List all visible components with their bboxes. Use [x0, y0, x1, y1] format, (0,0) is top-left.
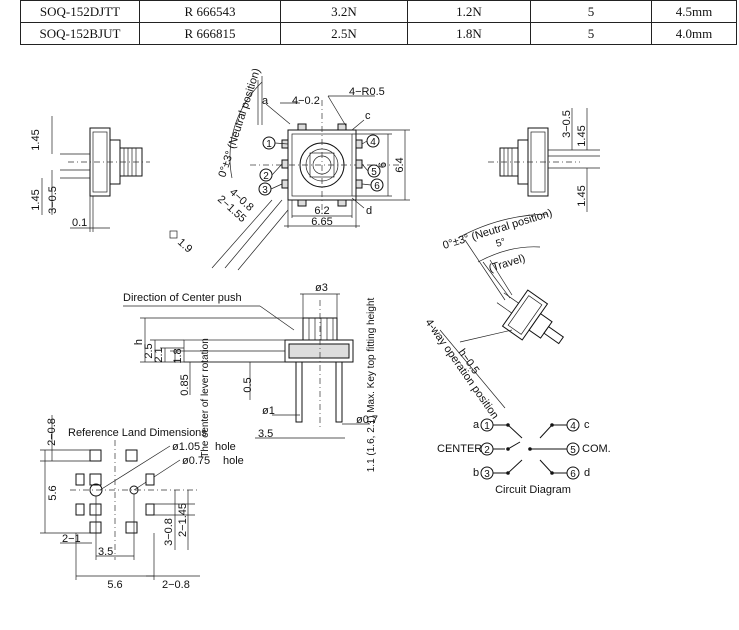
- top-dim-19: 1.9: [175, 236, 194, 255]
- left-dim-145-top: 1.45: [30, 129, 42, 150]
- top-label-a: a: [262, 95, 269, 107]
- top-label-c: c: [365, 110, 371, 122]
- front-dia3: ø3: [315, 282, 328, 294]
- top-dim-6: 6: [377, 162, 389, 168]
- circuit-title: Circuit Diagram: [495, 484, 571, 496]
- spec-table: SOQ-152DJTT R 666543 3.2N 1.2N 5 4.5mm S…: [20, 0, 737, 45]
- left-dim-01: 0.1: [72, 217, 87, 229]
- right-side-view: 3−0.5 1.45 1.45: [488, 108, 600, 212]
- land-dim-56-left: 5.6: [47, 485, 59, 500]
- pin-1-label: 1: [266, 139, 272, 150]
- front-fitting-label: 1.1 (1.6, 2.1) Max. Key top fitting heig…: [366, 298, 377, 473]
- pin-3-label: 3: [262, 185, 268, 196]
- front-dim-05: 0.5: [242, 377, 254, 392]
- front-dim-085: 0.85: [179, 374, 191, 395]
- top-view: 1 2 3 4 5 6 0°±3° (Neutral position) a 4…: [169, 67, 410, 271]
- pin-4-label: 4: [370, 137, 376, 148]
- front-direction-label: Direction of Center push: [123, 292, 242, 304]
- top-dim-4-r05: 4−R0.5: [349, 86, 385, 98]
- pin-6-label: 6: [374, 181, 380, 192]
- table-cell-height: 4.0mm: [651, 22, 737, 45]
- land-dim-56-bottom: 5.6: [107, 579, 122, 591]
- land-dim-3-08: 3−0.8: [163, 518, 175, 546]
- table-cell-force2: 1.8N: [407, 22, 531, 45]
- land-hole2-value: ø0.75: [182, 455, 210, 467]
- front-dim-35: 3.5: [258, 428, 273, 440]
- pin-5-label: 5: [371, 167, 377, 178]
- table-row: SOQ-152BJUT R 666815 2.5N 1.8N 5 4.0mm: [20, 22, 737, 45]
- front-dim-h: h: [133, 339, 145, 345]
- circuit-n1: 1: [484, 421, 490, 432]
- circuit-com: COM.: [582, 443, 611, 455]
- table-cell-code: R 666815: [139, 22, 281, 45]
- top-dim-64: 6.4: [394, 157, 406, 172]
- angle-5deg-label: 5°: [495, 237, 507, 250]
- circuit-diagram: a 1 CENTER 2 b 3 4 c 5 COM. 6 d Circu: [437, 418, 611, 496]
- land-title: Reference Land Dimensions: [68, 427, 207, 439]
- circuit-n2: 2: [484, 445, 490, 456]
- angle-travel-label: (Travel): [487, 252, 526, 274]
- circuit-c: c: [584, 419, 590, 431]
- circuit-center: CENTER: [437, 443, 482, 455]
- land-hole2-suffix: hole: [223, 455, 244, 467]
- top-label-d: d: [366, 205, 372, 217]
- right-dim-3-05: 3−0.5: [561, 110, 573, 138]
- left-dim-145-bot: 1.45: [30, 189, 42, 210]
- front-dim-18: 1.8: [172, 348, 184, 363]
- right-dim-145-bot: 1.45: [576, 185, 588, 206]
- front-view: Direction of Center push ø3 h 2.5 2.1 1.…: [123, 282, 378, 472]
- circuit-d: d: [584, 467, 590, 479]
- circuit-n3: 3: [484, 469, 490, 480]
- top-dim-62: 6.2: [314, 205, 329, 217]
- table-cell-force1: 2.5N: [280, 22, 408, 45]
- left-side-view: 1.45 1.45 3−0.5 0.1: [30, 116, 150, 232]
- front-center-lever: The center of lever rotation: [200, 338, 211, 458]
- circuit-n4: 4: [570, 421, 576, 432]
- right-dim-145-top: 1.45: [576, 125, 588, 146]
- angle-4way-label: 4-way operation position: [423, 317, 501, 422]
- pin-2-label: 2: [263, 171, 269, 182]
- top-dim-665: 6.65: [311, 216, 332, 228]
- land-dimensions: Reference Land Dimensions ø1.05 hole ø0.…: [40, 415, 244, 591]
- front-dia1: ø1: [262, 405, 275, 417]
- land-dim-2-145: 2−1.45: [177, 503, 189, 537]
- land-dim-2-08-top: 2−0.8: [46, 418, 58, 446]
- land-dim-2-1: 2−1: [62, 533, 81, 545]
- land-hole1-suffix: hole: [215, 441, 236, 453]
- land-dim-2-08-bottom: 2−0.8: [162, 579, 190, 591]
- front-dim-21: 2.1: [153, 347, 165, 362]
- left-dim-3-05: 3−0.5: [47, 186, 59, 214]
- top-dim-4-02: 4−0.2: [292, 95, 320, 107]
- land-dim-35: 3.5: [98, 546, 113, 558]
- circuit-n6: 6: [570, 469, 576, 480]
- circuit-n5: 5: [570, 445, 576, 456]
- circuit-b: b: [473, 467, 479, 479]
- front-dia07: ø0.7: [356, 414, 378, 426]
- table-cell-model: SOQ-152BJUT: [20, 22, 140, 45]
- land-hole1-value: ø1.05: [172, 441, 200, 453]
- front-dim-25: 2.5: [143, 343, 155, 358]
- angle-view: 0°±3° (Neutral position) 5° (Travel) h−0…: [423, 207, 565, 422]
- circuit-a: a: [473, 419, 480, 431]
- top-neutral-label: 0°±3° (Neutral position): [216, 67, 263, 179]
